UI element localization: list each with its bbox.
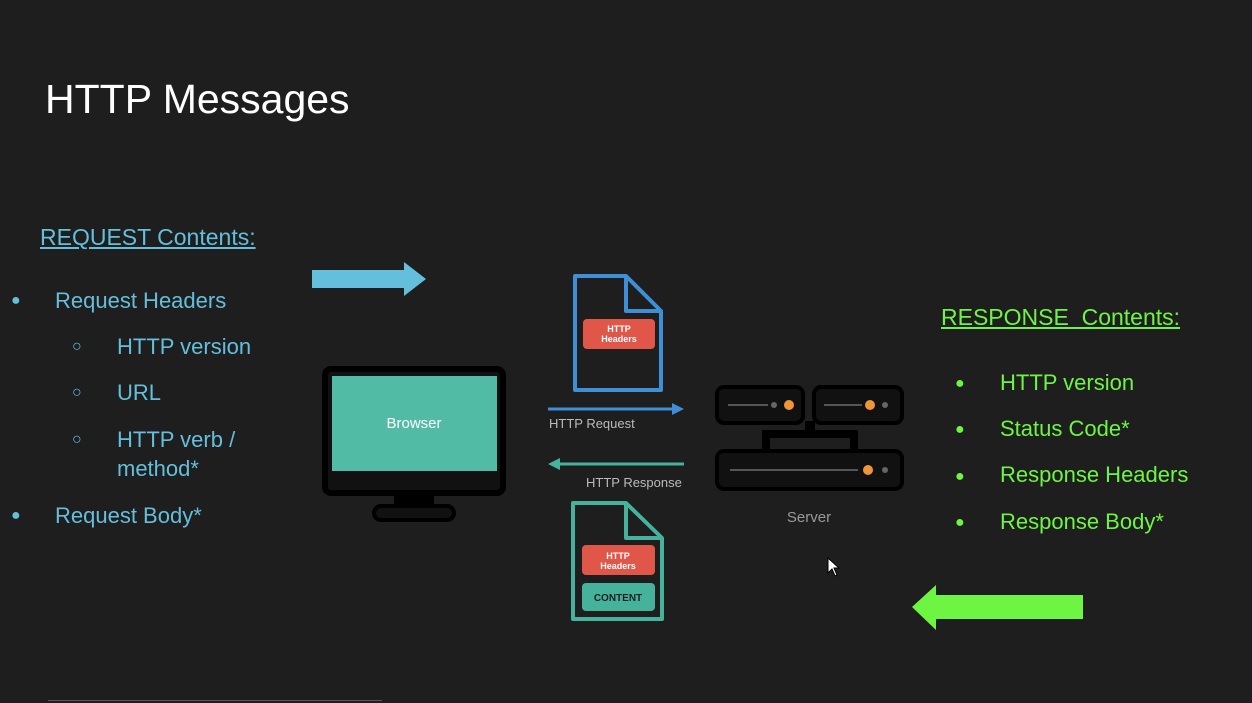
response-item-http-version: HTTP version (1000, 370, 1135, 395)
bullet-dot-icon: ● (11, 292, 21, 309)
bullet-dot-icon: ● (955, 421, 965, 438)
response-headers-tag-line1: HTTP (606, 551, 630, 561)
response-contents-heading: RESPONSE Contents: (941, 304, 1181, 330)
response-headers-tag-line2: Headers (600, 561, 636, 571)
request-subitem-http-version: HTTP version (117, 334, 252, 359)
bullet-dot-icon: ● (955, 375, 965, 392)
request-subitem-verb: HTTP verb / (117, 427, 236, 452)
http-request-label: HTTP Request (549, 416, 635, 431)
response-arrow-icon (912, 585, 1083, 630)
bullet-dot-icon: ● (955, 468, 965, 485)
bullet-circle-icon: ○ (72, 338, 82, 355)
mouse-cursor-icon (827, 556, 841, 577)
request-arrow-icon (312, 262, 426, 296)
response-item-body: Response Body* (1000, 509, 1164, 534)
server-label: Server (787, 509, 831, 526)
http-response-label: HTTP Response (586, 475, 682, 490)
slide-title: HTTP Messages (45, 76, 350, 122)
response-document-icon (571, 501, 664, 621)
request-subitem-url: URL (117, 380, 162, 405)
response-item-headers: Response Headers (1000, 462, 1189, 487)
response-content-tag: CONTENT (594, 593, 642, 604)
request-document-icon (573, 274, 663, 392)
request-item-headers: Request Headers (55, 288, 227, 313)
request-headers-tag-line2: Headers (601, 334, 637, 344)
browser-monitor-icon (322, 366, 506, 522)
bullet-circle-icon: ○ (72, 431, 82, 448)
bullet-circle-icon: ○ (72, 384, 82, 401)
browser-label: Browser (386, 415, 441, 432)
http-response-arrow-icon (548, 458, 684, 470)
divider-line (48, 700, 382, 701)
bullet-dot-icon: ● (11, 507, 21, 524)
http-request-arrow-icon (548, 403, 684, 415)
request-headers-tag-line1: HTTP (607, 324, 631, 334)
request-contents-heading: REQUEST Contents: (40, 224, 256, 250)
bullet-dot-icon: ● (955, 514, 965, 531)
response-item-status-code: Status Code* (1000, 416, 1130, 441)
request-item-body: Request Body* (55, 503, 202, 528)
request-subitem-method: method* (117, 456, 199, 481)
server-icon (715, 385, 904, 491)
